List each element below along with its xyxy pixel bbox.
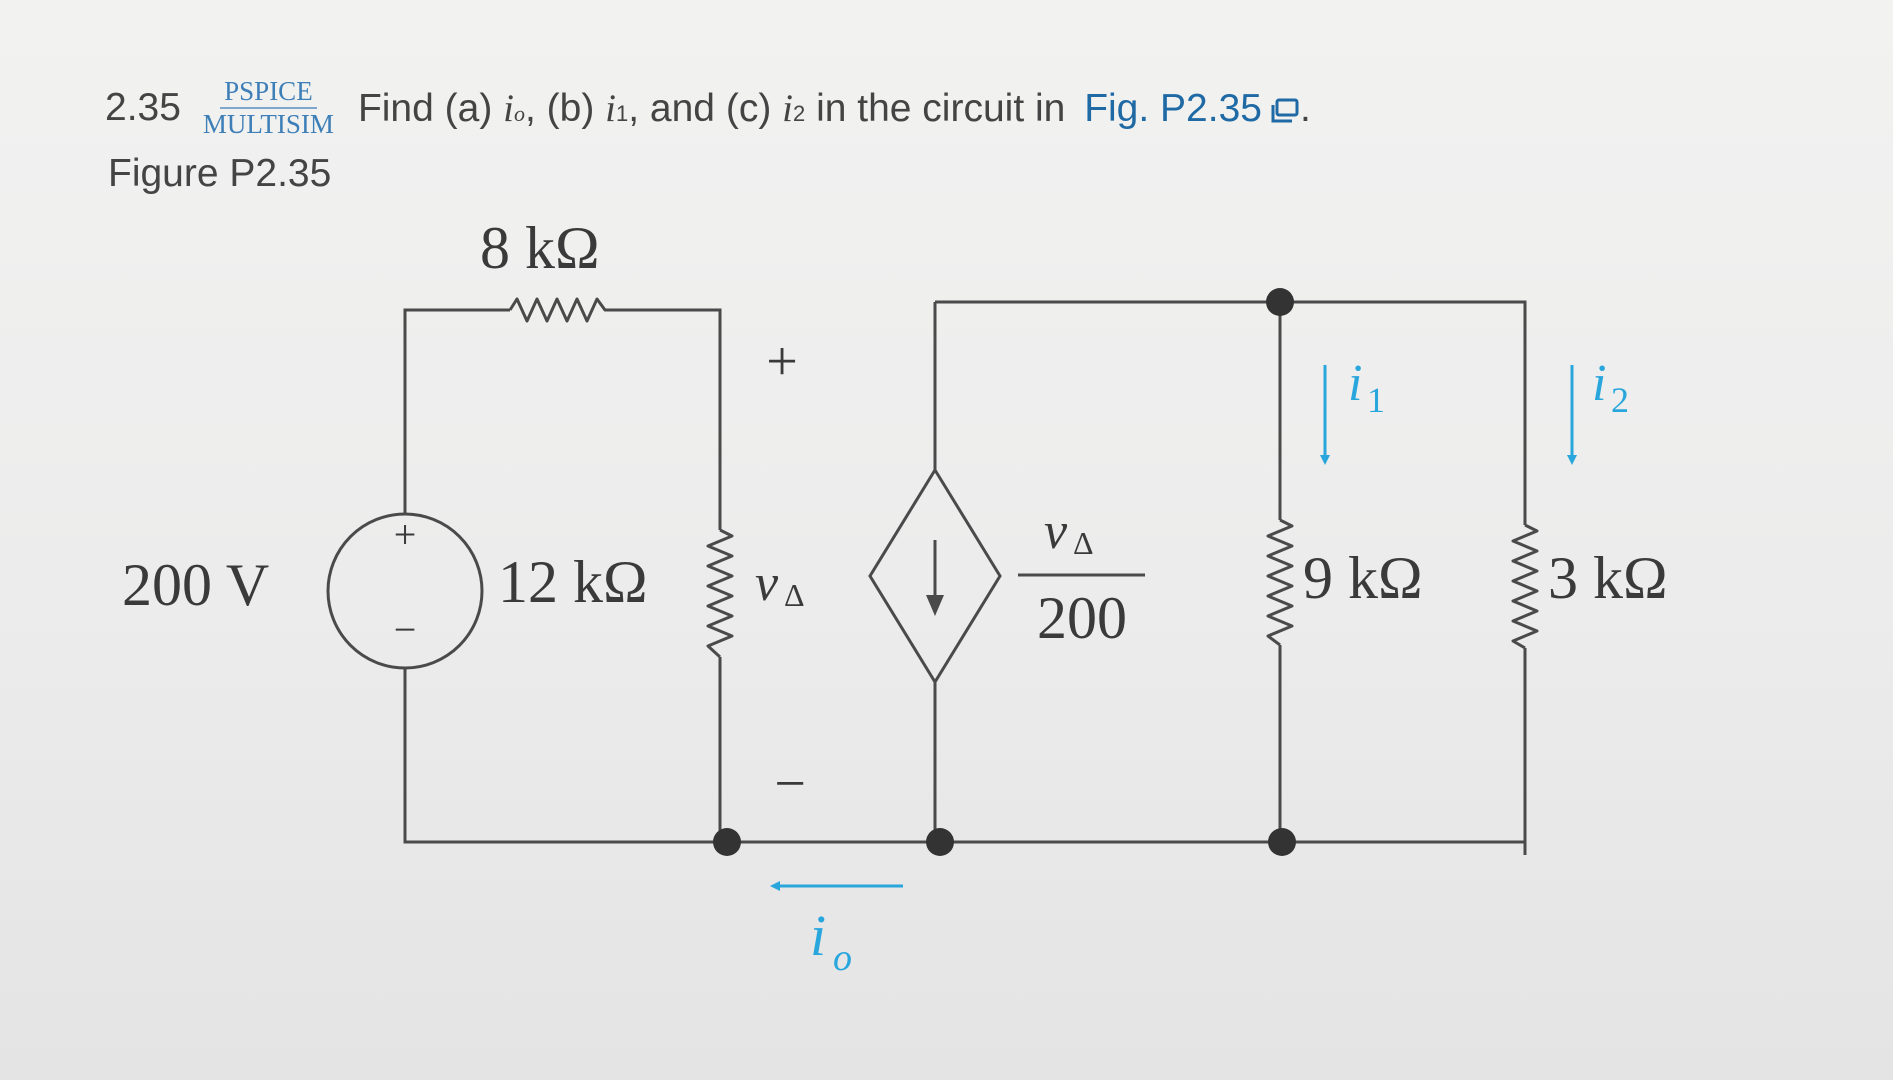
question-io-var: i	[503, 86, 514, 130]
dep-numer-sub: Δ	[1073, 525, 1094, 561]
i2-label: i 2	[1592, 355, 1629, 420]
i1-sub: 1	[1367, 380, 1385, 420]
vdelta-label: v Δ	[755, 555, 805, 613]
wires	[403, 300, 1527, 855]
question-find: Find (a)	[357, 86, 504, 130]
resistor-3k	[1511, 523, 1539, 650]
i1-label: i 1	[1348, 355, 1385, 420]
question-part-c: , and (c)	[628, 86, 783, 130]
i2-sub: 2	[1611, 380, 1629, 420]
wire-top-right	[612, 308, 722, 530]
i1-var: i	[1348, 355, 1362, 412]
vdelta-plus: +	[766, 331, 798, 393]
question-i2-var: i	[782, 86, 793, 130]
pspice-label: PSPICE	[220, 78, 317, 109]
resistors	[508, 297, 1539, 659]
question-i1-sub: 1	[616, 100, 629, 126]
wire-left-top	[403, 308, 510, 515]
source-plus: +	[394, 512, 417, 557]
figure-label: Figure P2.35	[108, 152, 332, 195]
nodes	[713, 288, 1296, 856]
problem-number: 2.35	[105, 86, 181, 129]
io-sub: o	[833, 937, 852, 979]
source-minus: −	[394, 607, 417, 652]
io-var: i	[810, 903, 826, 968]
vdelta-var: v	[755, 555, 779, 612]
source-voltage-label: 200 V	[122, 552, 269, 618]
resistor-9k	[1266, 518, 1294, 647]
question-period: .	[1299, 86, 1311, 130]
question-i2-sub: 2	[792, 100, 806, 126]
resistor-8k	[508, 297, 612, 323]
dependent-source-arrow	[926, 540, 944, 616]
io-label: i o	[810, 903, 852, 979]
dependent-current-source	[868, 467, 1002, 685]
i2-var: i	[1592, 355, 1606, 412]
vdelta-sub: Δ	[784, 577, 805, 613]
figure-link[interactable]: Fig. P2.35	[1084, 86, 1262, 130]
dep-denom: 200	[1037, 585, 1127, 651]
question-io-sub: o	[513, 100, 525, 126]
question-part-b: , (b)	[524, 86, 606, 130]
r-top-label: 8 kΩ	[480, 215, 600, 281]
node-bottom-9k	[1268, 828, 1296, 856]
voltage-source	[326, 512, 484, 670]
vdelta-minus: −	[774, 753, 806, 815]
question-i1-var: i	[605, 86, 616, 130]
node-bottom-12k	[713, 828, 741, 856]
dependent-source-value: v Δ 200	[1018, 503, 1145, 651]
dep-numer-var: v	[1044, 503, 1068, 560]
question-tail: in the circuit in	[805, 86, 1077, 130]
resistor-12k	[706, 528, 734, 659]
wire-dep-top	[935, 300, 1527, 525]
pspice-multisim-tag[interactable]: PSPICE MULTISIM	[203, 78, 334, 138]
r-9k-label: 9 kΩ	[1303, 545, 1423, 611]
node-bottom-dep	[926, 828, 954, 856]
wire-left-bottom	[403, 667, 1527, 855]
r-middle-label: 12 kΩ	[498, 549, 648, 615]
multisim-label: MULTISIM	[202, 109, 334, 139]
r-3k-label: 3 kΩ	[1548, 545, 1668, 611]
open-figure-icon[interactable]	[1270, 90, 1300, 122]
node-top-9k	[1266, 288, 1294, 316]
